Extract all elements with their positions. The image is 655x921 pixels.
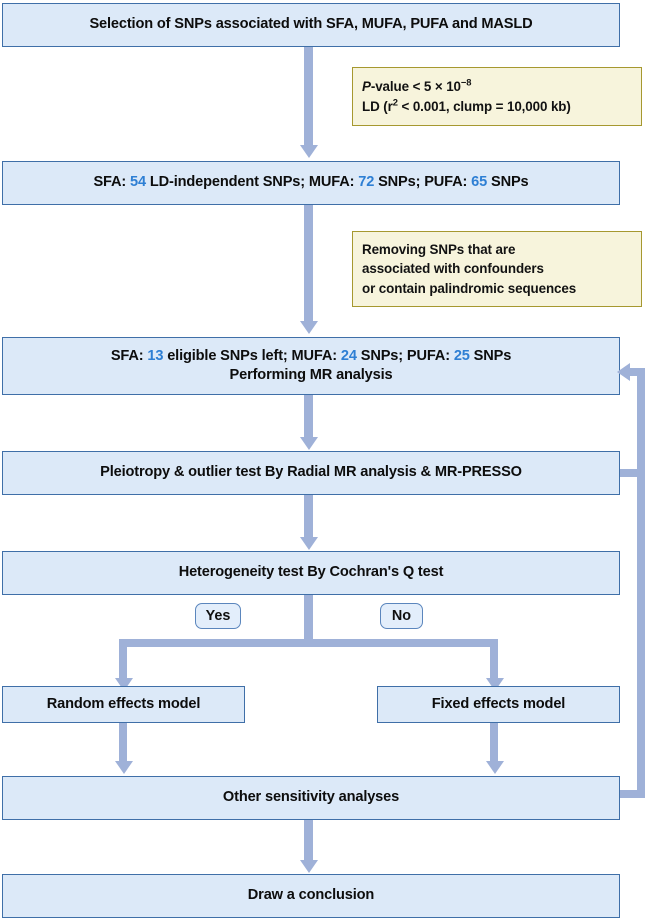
accent-number: 54 <box>130 174 146 191</box>
threshold-note-line2: LD (r2 < 0.001, clump = 10,000 kb) <box>362 97 571 117</box>
sensitivity-box: Other sensitivity analyses <box>2 776 620 820</box>
sensitivity-box-label: Other sensitivity analyses <box>222 789 400 806</box>
plain-text-run: SFA: <box>110 347 148 364</box>
arrowhead-feedback-to-eligible <box>617 363 630 381</box>
feedback-stub-from-sensitivity <box>620 790 645 798</box>
decision-label-no: No <box>380 603 423 629</box>
removal-note-line1: Removing SNPs that are <box>362 241 516 257</box>
accent-number: 24 <box>340 347 357 364</box>
accent-number: 13 <box>147 347 164 364</box>
removal-note: Removing SNPs that are associated with c… <box>352 231 642 307</box>
arrowhead-pleiotropy-to-heterogeneity <box>299 537 318 550</box>
decision-label-yes: Yes <box>195 603 241 629</box>
selection-box-label: Selection of SNPs associated with SFA, M… <box>89 16 533 33</box>
arrowhead-selection-to-ld <box>299 145 318 158</box>
connector-eligible-to-pleiotropy <box>304 395 313 439</box>
accent-number: 72 <box>358 174 375 191</box>
decision-label-no-text: No <box>391 608 412 624</box>
eligible-snps-box: SFA: 13 eligible SNPs left; MUFA: 24 SNP… <box>2 337 620 395</box>
feedback-top-horizontal <box>630 368 645 376</box>
connector-selection-to-ld <box>304 47 313 147</box>
feedback-spine-vertical <box>637 368 645 798</box>
ld-independent-box-label: SFA: 54 LD-independent SNPs; MUFA: 72 SN… <box>3 173 619 192</box>
ld-independent-box: SFA: 54 LD-independent SNPs; MUFA: 72 SN… <box>2 161 620 205</box>
arrowhead-eligible-to-pleiotropy <box>299 437 318 450</box>
removal-note-line2: associated with confounders <box>362 261 544 277</box>
threshold-note-line2-part2: < 0.001, clump = 10,000 kb) <box>397 98 571 114</box>
heterogeneity-box-label: Heterogeneity test By Cochran's Q test <box>178 564 444 581</box>
connector-decision-right-drop <box>490 639 498 682</box>
arrowhead-sensitivity-to-conclusion <box>299 860 318 873</box>
threshold-note: P-value < 5 × 10−8 LD (r2 < 0.001, clump… <box>352 67 642 126</box>
accent-number: 25 <box>453 347 470 364</box>
pleiotropy-box: Pleiotropy & outlier test By Radial MR a… <box>2 451 620 495</box>
random-effects-box: Random effects model <box>2 686 245 723</box>
threshold-note-exponent: −8 <box>460 76 472 88</box>
arrowhead-fixed-to-sensitivity <box>485 761 504 774</box>
random-effects-box-label: Random effects model <box>46 695 201 712</box>
arrowhead-ld-to-eligible <box>299 321 318 334</box>
connector-decision-stem <box>304 595 313 643</box>
threshold-note-r2-exponent: 2 <box>392 96 398 108</box>
accent-number: 65 <box>471 174 488 191</box>
threshold-note-line1-rest: -value < 5 × 10 <box>370 78 461 94</box>
eligible-snps-line1: SFA: 13 eligible SNPs left; MUFA: 24 SNP… <box>110 347 512 364</box>
threshold-note-line1: P-value < 5 × 10−8 <box>362 77 571 97</box>
threshold-note-p-italic: P <box>362 78 371 94</box>
decision-label-yes-text: Yes <box>205 608 231 624</box>
removal-note-line3: or contain palindromic sequences <box>362 280 577 296</box>
connector-random-to-sensitivity <box>119 723 127 764</box>
connector-ld-to-eligible <box>304 205 313 323</box>
plain-text-run: LD-independent SNPs; MUFA: <box>145 174 359 191</box>
eligible-snps-line2: Performing MR analysis <box>229 367 393 383</box>
plain-text-run: SNPs <box>469 347 512 364</box>
connector-fixed-to-sensitivity <box>490 723 498 764</box>
connector-decision-left-drop <box>119 639 127 682</box>
threshold-note-line2-part1: LD (r <box>362 98 393 114</box>
plain-text-run: SFA: <box>93 174 131 191</box>
selection-box: Selection of SNPs associated with SFA, M… <box>2 3 620 47</box>
connector-decision-bus <box>119 639 498 647</box>
fixed-effects-box: Fixed effects model <box>377 686 620 723</box>
feedback-stub-from-pleiotropy <box>620 469 645 477</box>
plain-text-run: SNPs; PUFA: <box>356 347 454 364</box>
conclusion-box-label: Draw a conclusion <box>247 887 375 904</box>
fixed-effects-box-label: Fixed effects model <box>431 695 566 712</box>
plain-text-run: SNPs; PUFA: <box>374 174 472 191</box>
connector-pleiotropy-to-heterogeneity <box>304 495 313 539</box>
plain-text-run: SNPs <box>487 174 529 191</box>
pleiotropy-box-label: Pleiotropy & outlier test By Radial MR a… <box>100 464 522 481</box>
plain-text-run: eligible SNPs left; MUFA: <box>163 347 341 364</box>
connector-sensitivity-to-conclusion <box>304 820 313 862</box>
arrowhead-random-to-sensitivity <box>114 761 133 774</box>
heterogeneity-box: Heterogeneity test By Cochran's Q test <box>2 551 620 595</box>
conclusion-box: Draw a conclusion <box>2 874 620 918</box>
